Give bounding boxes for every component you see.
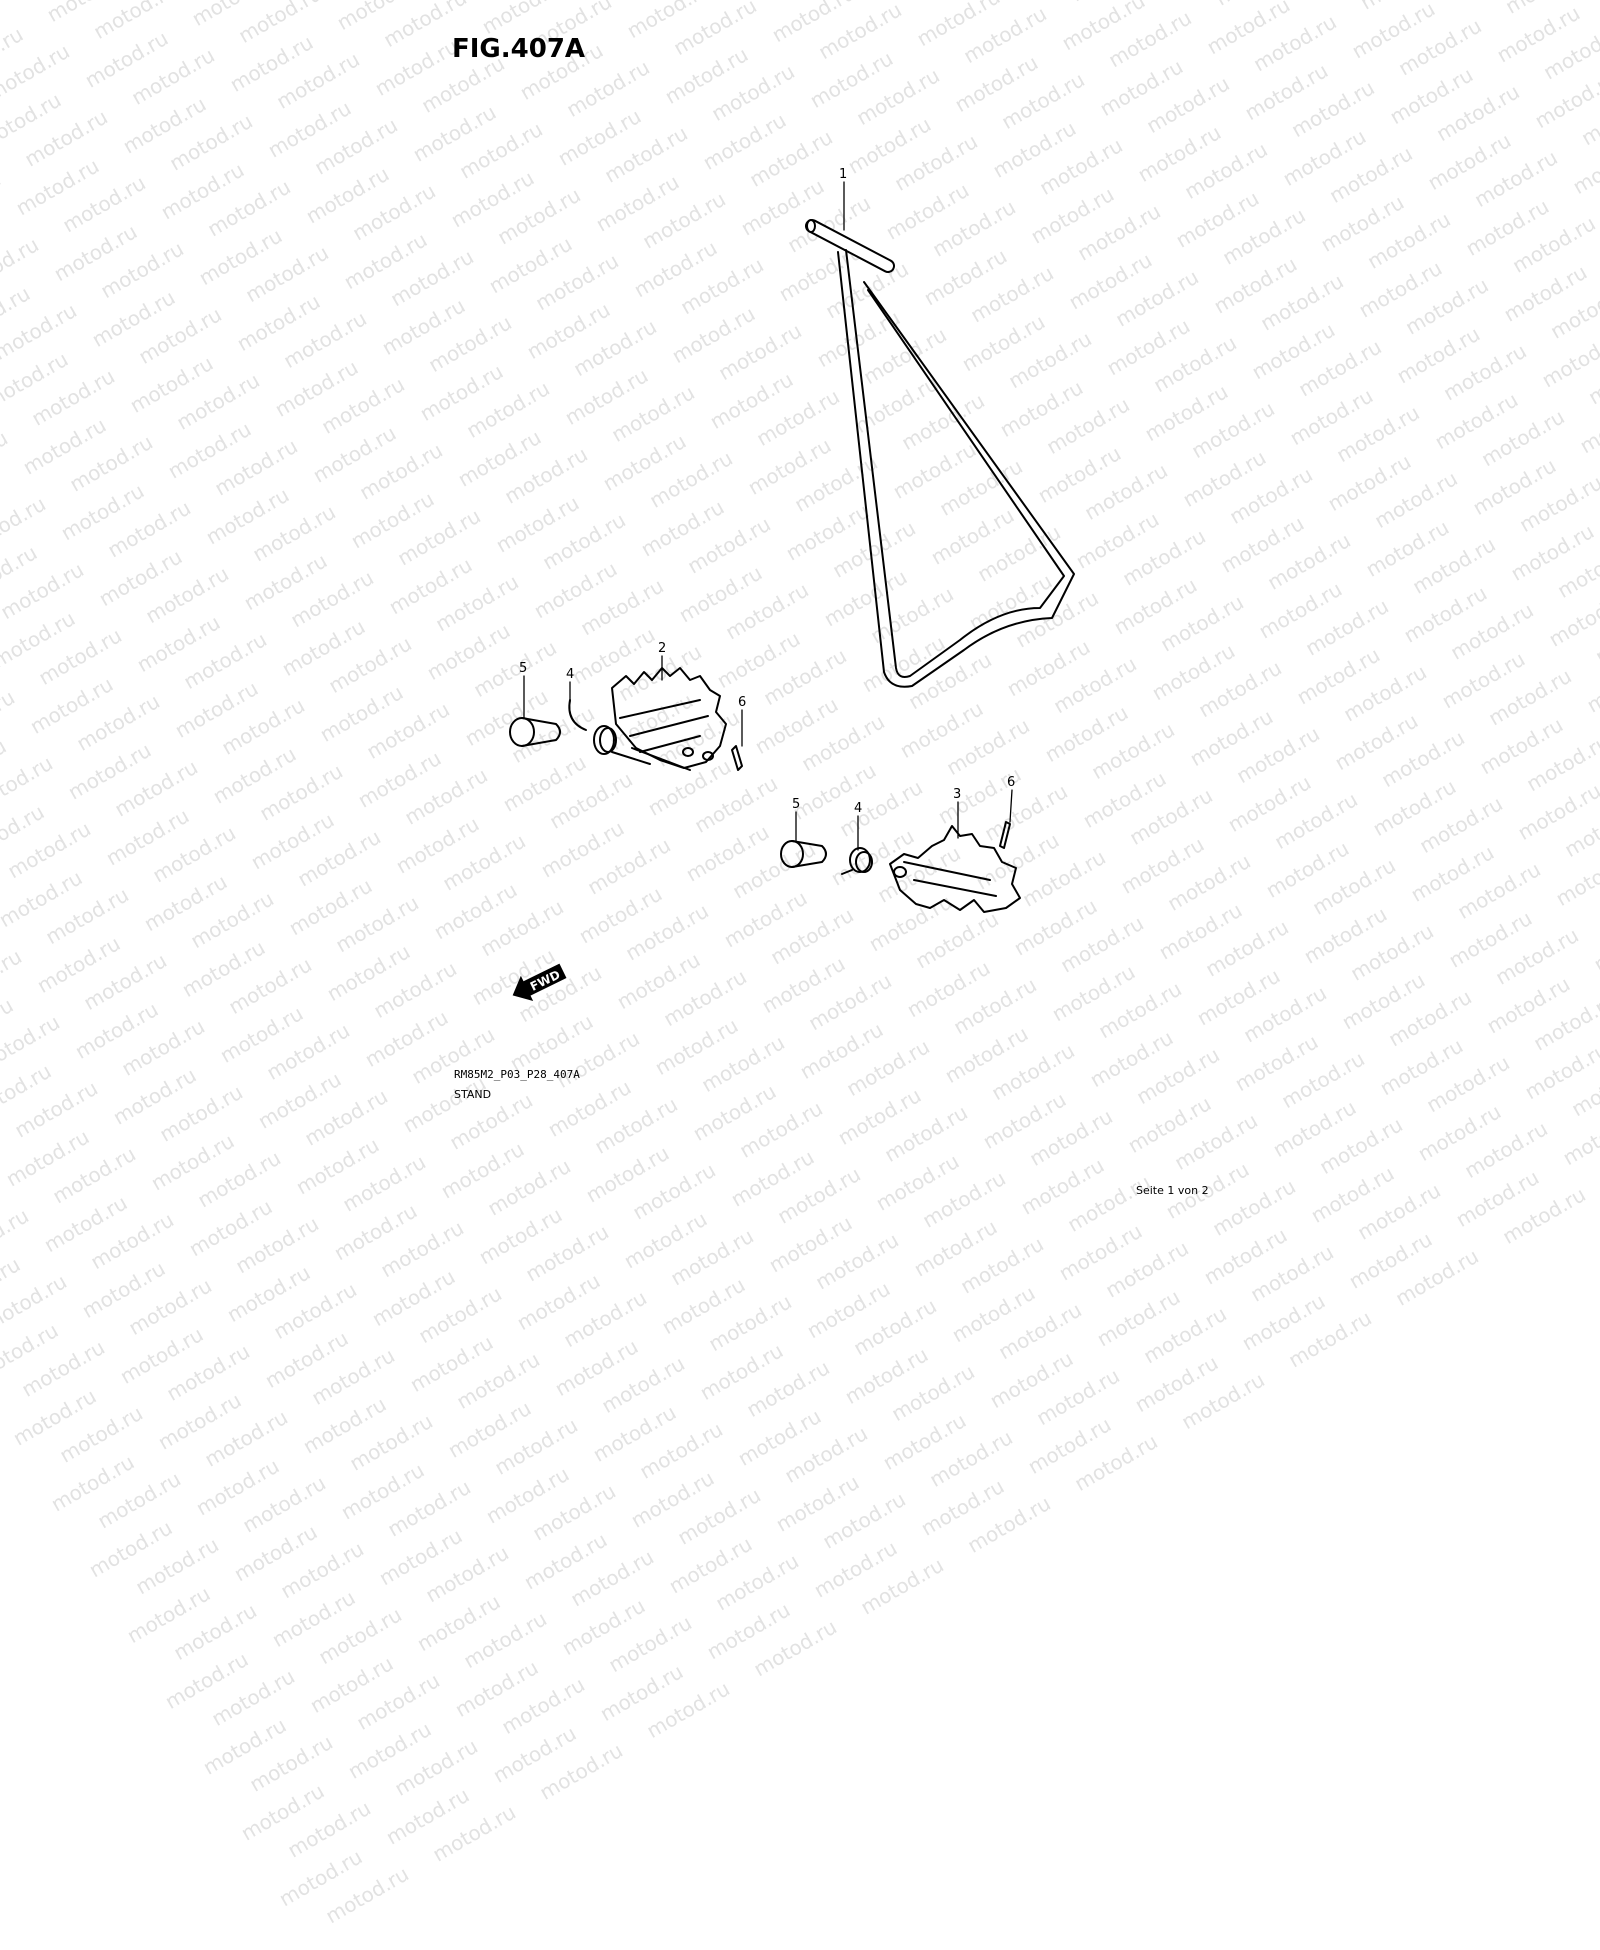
figure-title: FIG.407A	[452, 34, 586, 64]
pin-left-part	[509, 717, 561, 747]
callout-5-left: 5	[519, 661, 527, 676]
pin-right-part	[780, 840, 827, 868]
callout-6-right: 6	[1007, 775, 1015, 790]
callout-6-left: 6	[738, 695, 746, 710]
parts-diagram: 1 2 3 4 4 5 5 6 6 FWD	[509, 167, 1075, 1001]
fwd-arrow-icon: FWD	[512, 963, 567, 1001]
callout-4-right: 4	[854, 801, 862, 816]
callout-2: 2	[658, 641, 666, 656]
page-indicator: Seite 1 von 2	[1136, 1184, 1209, 1197]
spring-right-part	[841, 847, 873, 875]
stand-part	[805, 219, 1075, 688]
callout-4-left: 4	[566, 667, 574, 682]
diagram-code: RM85M2_P03_P28_407A	[454, 1068, 580, 1081]
callout-1: 1	[839, 167, 847, 182]
spring-left-part	[568, 699, 651, 765]
callout-5-right: 5	[792, 797, 800, 812]
callout-3: 3	[953, 787, 961, 802]
footrest-right-part	[889, 825, 1021, 913]
cotter-right-part	[999, 821, 1011, 849]
leader-lines	[523, 181, 1013, 851]
cotter-left-part	[731, 745, 743, 771]
footrest-left-part	[611, 667, 727, 771]
section-label: STAND	[454, 1088, 492, 1101]
